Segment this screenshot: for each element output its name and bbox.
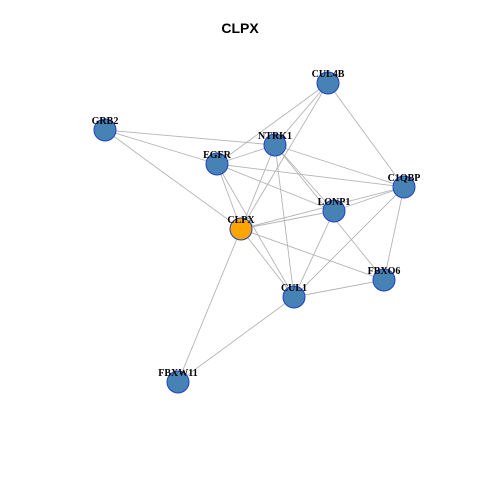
node-label-lonp1: LONP1 <box>318 197 351 208</box>
edge-cul4b-ntrk1 <box>274 82 329 146</box>
node-label-c1qbp: C1QBP <box>388 173 421 184</box>
edge-cul1-fbxw11 <box>177 296 295 383</box>
edge-c1qbp-lonp1 <box>333 186 405 212</box>
node-label-cul4b: CUL4B <box>312 69 345 80</box>
edges-layer <box>104 82 405 383</box>
edge-fbxo6-cul1 <box>293 279 385 298</box>
node-label-fbxo6: FBXO6 <box>368 266 401 277</box>
edge-lonp1-clpx <box>240 210 335 230</box>
node-label-egfr: EGFR <box>203 150 232 161</box>
edge-egfr-c1qbp <box>216 163 405 188</box>
edge-grb2-ntrk1 <box>104 129 276 146</box>
node-fbxo6 <box>372 268 396 292</box>
node-label-cul1: CUL1 <box>281 283 307 294</box>
edge-grb2-egfr <box>104 129 218 165</box>
edge-ntrk1-lonp1 <box>274 144 335 212</box>
node-label-ntrk1: NTRK1 <box>258 131 292 142</box>
plot-title: CLPX <box>221 20 259 36</box>
edge-cul4b-egfr <box>216 82 329 165</box>
node-ntrk1 <box>263 133 287 157</box>
edge-grb2-clpx <box>104 129 242 230</box>
node-cul4b <box>316 71 340 95</box>
edge-cul4b-c1qbp <box>327 82 405 188</box>
node-label-clpx: CLPX <box>227 215 255 226</box>
edge-clpx-cul1 <box>240 228 295 298</box>
node-c1qbp <box>392 175 416 199</box>
node-label-grb2: GRB2 <box>92 116 119 127</box>
node-grb2 <box>93 118 117 142</box>
node-fbxw11 <box>166 370 190 394</box>
edge-c1qbp-fbxo6 <box>383 186 405 281</box>
node-egfr <box>205 152 229 176</box>
edge-c1qbp-cul1 <box>293 186 405 298</box>
edge-egfr-clpx <box>216 163 242 230</box>
node-clpx <box>229 217 253 241</box>
edge-egfr-lonp1 <box>216 163 335 212</box>
edge-clpx-fbxo6 <box>240 228 385 281</box>
edge-c1qbp-clpx <box>240 186 405 230</box>
edge-lonp1-cul1 <box>293 210 335 298</box>
node-label-fbxw11: FBXW11 <box>158 368 197 379</box>
edge-clpx-fbxw11 <box>177 228 242 383</box>
node-cul1 <box>282 285 306 309</box>
edge-egfr-cul1 <box>216 163 295 298</box>
node-lonp1 <box>322 199 346 223</box>
edge-ntrk1-c1qbp <box>274 144 405 188</box>
